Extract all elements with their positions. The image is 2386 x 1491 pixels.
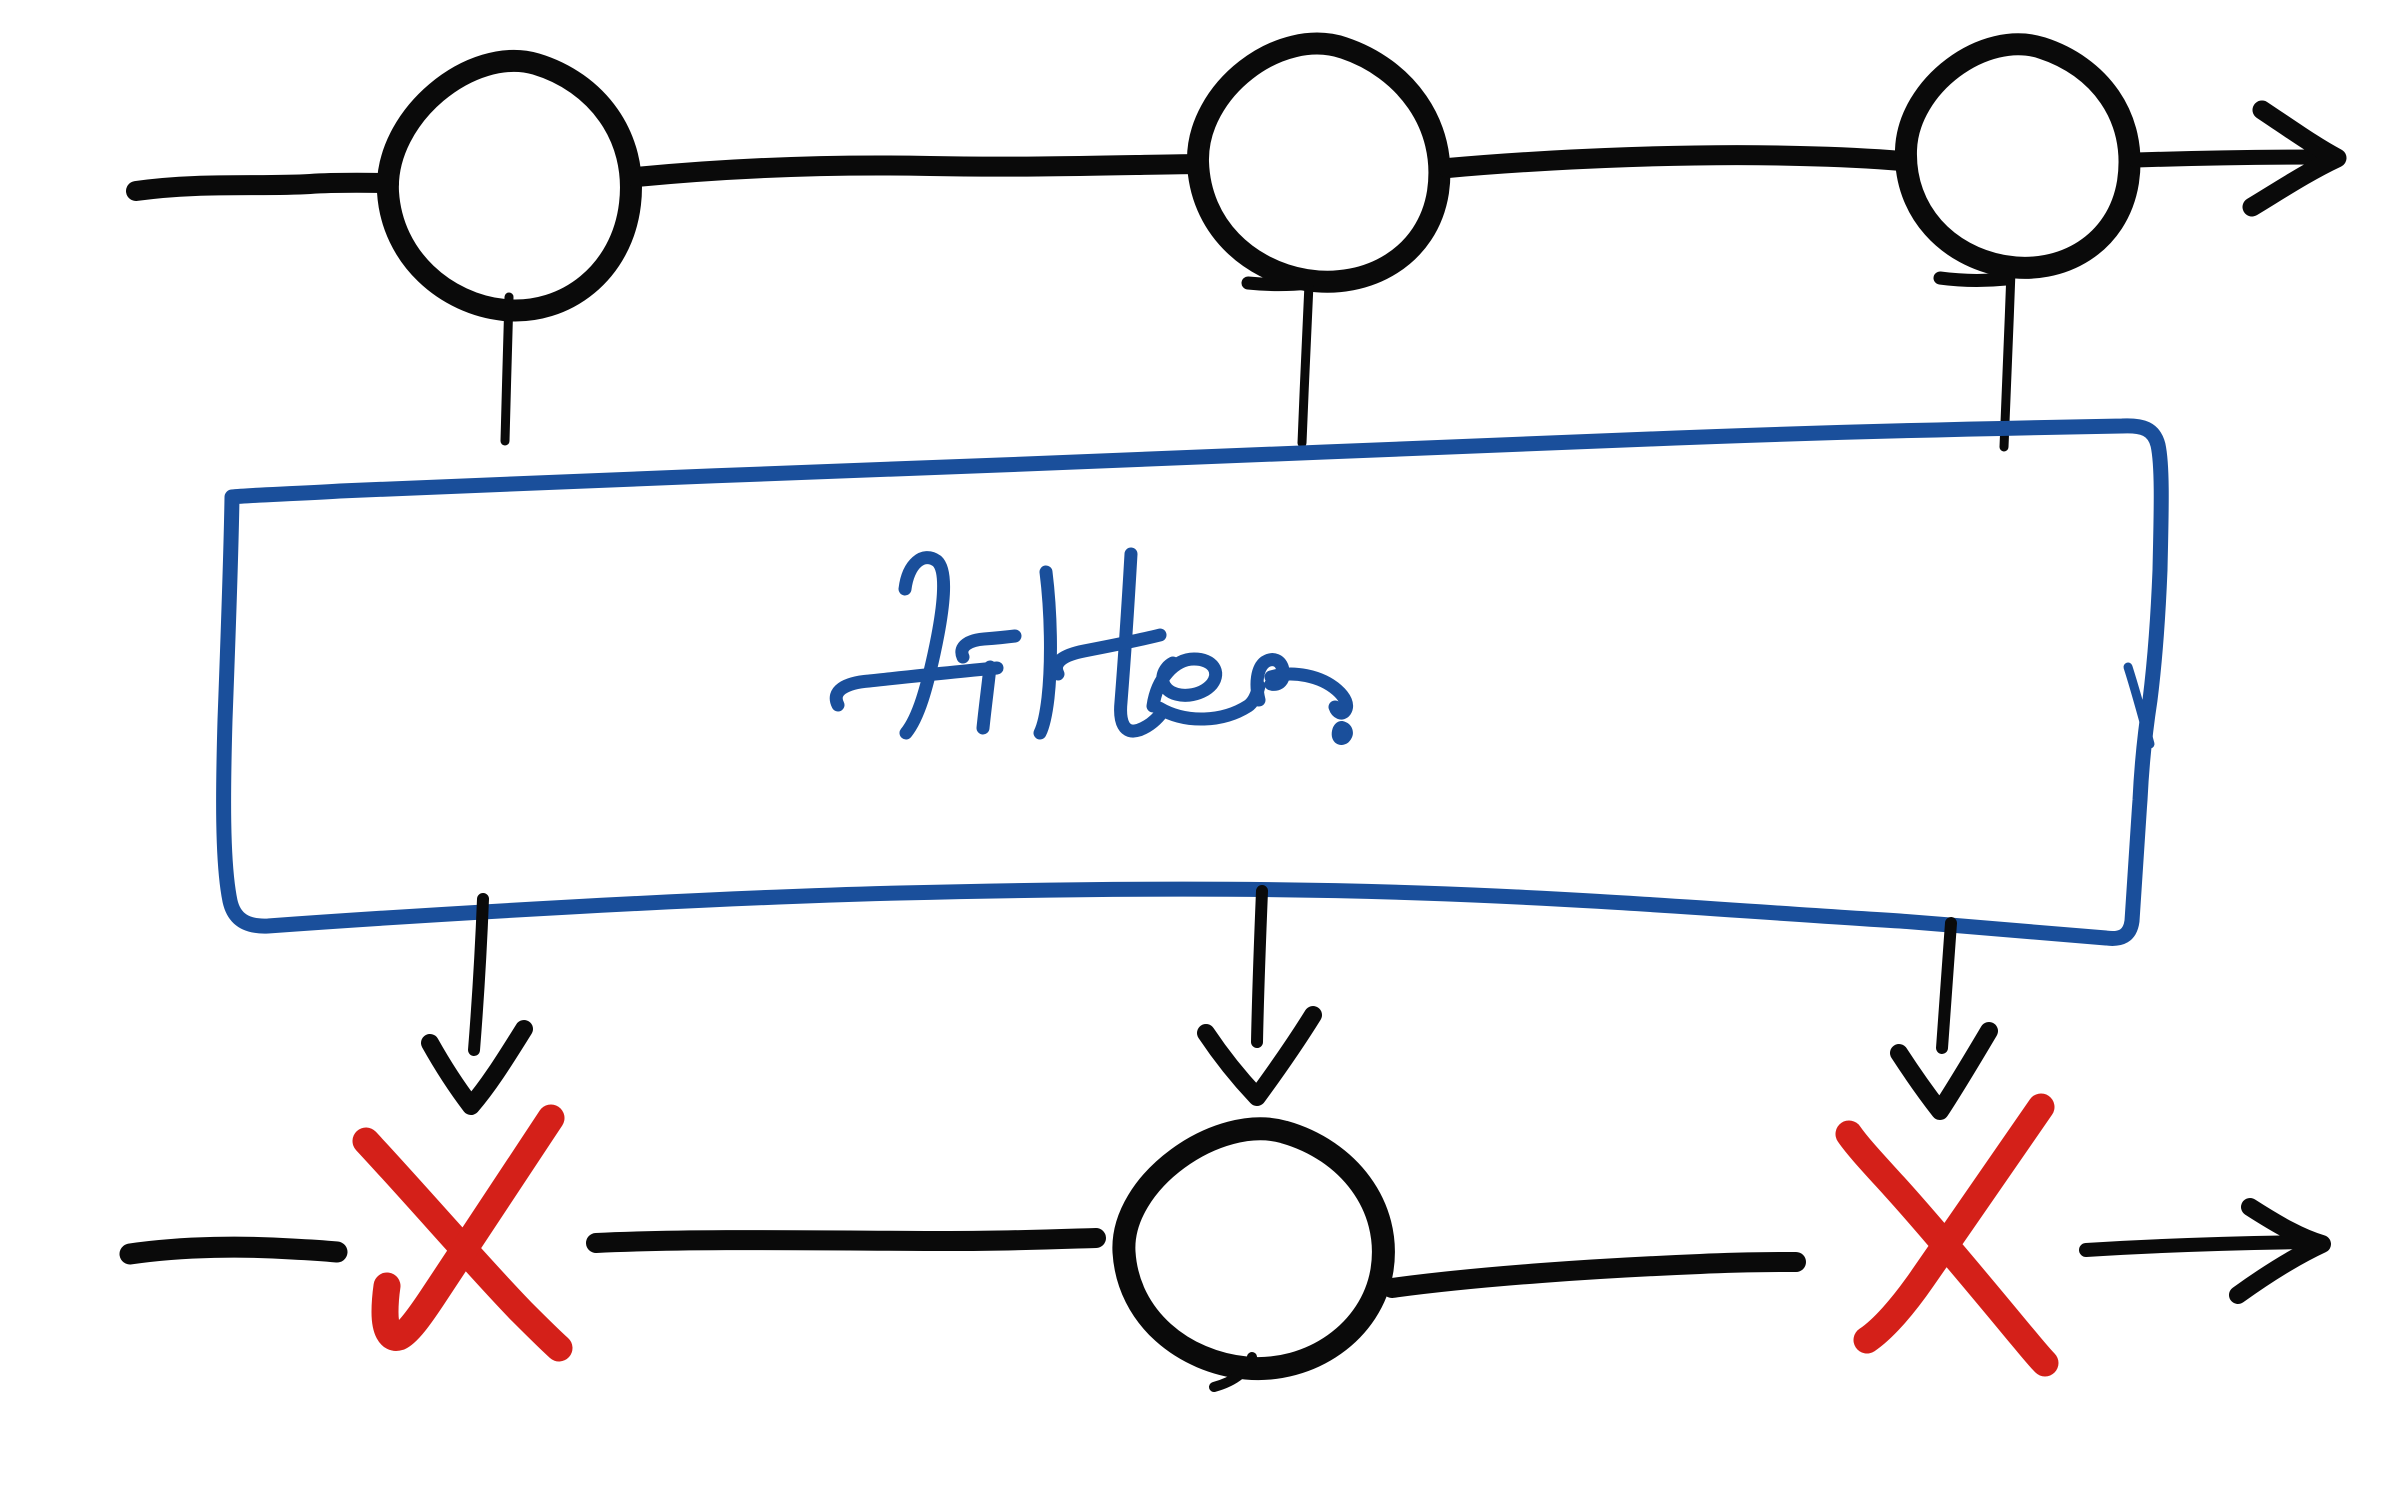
filter-box-pen-flick [2123,662,2155,749]
top-stream-arrow [2128,100,2347,217]
output-arrow-3 [1890,917,1998,1120]
top-arrow-shaft [2128,149,2332,168]
letter-lt-crossbar [1050,628,1167,681]
stream-node-2-pen-overlap [1241,276,1315,291]
bottom-stream [119,1117,2331,1392]
filter-box: filter. [216,418,2169,946]
stream-line-segment-3 [1438,145,1912,178]
bottom-line-segment-1 [119,1236,348,1265]
filter-output-arrows [421,885,1998,1120]
filter-label-drawing [829,547,1354,745]
stream-line-segment-2 [626,154,1207,187]
kept-node [1112,1117,1395,1381]
bottom-stream-arrow [2079,1198,2331,1304]
letter-e-loop [1146,652,1223,713]
bottom-line-segment-3 [1382,1252,1806,1298]
connector-2 [1297,279,1314,448]
letter-r-arc [1264,667,1354,720]
rejected-x-mark-1 [352,1104,573,1362]
letter-i-dash [955,629,1022,664]
kept-node-pen-overlap [1209,1352,1257,1392]
output-arrow-2-shaft [1251,885,1268,1048]
connector-1 [500,292,514,446]
stream-node-2 [1186,32,1451,293]
stream-node-3 [1894,33,2141,279]
bottom-arrow-shaft [2079,1235,2317,1257]
x2-stroke-slash [1853,1093,2055,1354]
x1-stroke-slash-hook [371,1104,565,1351]
letter-i-stem [976,660,997,735]
stream-line-segment-1 [126,172,399,201]
stream-node-3-pen-overlap [1933,271,2013,287]
output-arrow-3-head [1890,1022,1998,1120]
filter-label-text: filter. [783,503,1411,770]
output-arrow-2-head [1197,1006,1322,1106]
stream-node-1 [376,49,642,322]
period-dot [1331,721,1353,745]
letter-t-stem [1114,547,1170,738]
top-arrow-head [2242,100,2347,217]
top-stream [126,32,2347,322]
rejected-marks [352,1093,2059,1377]
filter-box-outline [216,418,2169,946]
bottom-arrow-head [2229,1198,2331,1304]
x1-stroke-backslash [352,1127,573,1362]
connector-3 [1999,266,2016,452]
letter-r-knot [1250,653,1290,707]
output-arrow-1-shaft [468,893,489,1056]
letter-f-crossbar [829,661,1004,712]
rejected-x-mark-2 [1835,1093,2059,1377]
output-arrow-3-shaft [1936,917,1957,1054]
output-arrow-1-head [421,1020,533,1115]
letter-f-stem [898,551,951,740]
letter-l-stem [1033,565,1057,740]
node-connectors [500,266,2016,452]
output-arrow-2 [1197,885,1322,1106]
bottom-line-segment-2 [586,1228,1106,1253]
output-arrow-1 [421,893,533,1115]
